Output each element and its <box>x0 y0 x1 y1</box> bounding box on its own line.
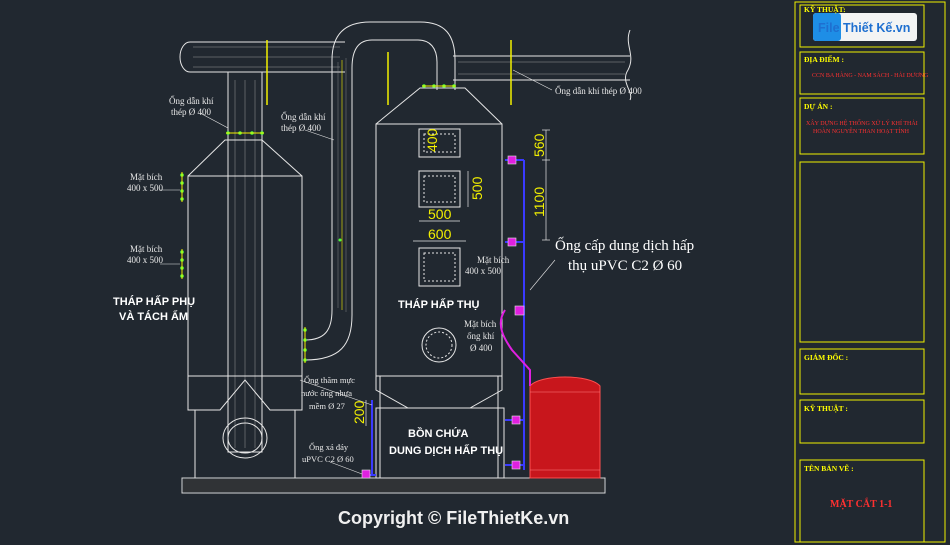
dim-500-vertical: 500 <box>469 176 485 200</box>
label-level-tube-2: nước ống nhựa <box>301 388 352 398</box>
label-flange-tower-2: 400 x 500 <box>465 266 502 276</box>
title-block <box>794 1 946 543</box>
flange-lines <box>181 85 456 363</box>
label-flange-round-2: ống khí <box>467 331 495 341</box>
tb-du-an-header: DỰ ÁN : <box>804 101 832 111</box>
label-flange-round-3: Ø 400 <box>470 343 493 353</box>
label-supply-2: thụ uPVC C2 Ø 60 <box>568 258 682 274</box>
tb-ten-ban-ve-header: TÊN BẢN VẼ : <box>804 463 854 473</box>
left-vertical-duct <box>222 71 268 459</box>
duct-hangers <box>266 40 512 105</box>
label-drain-1: Ống xả đáy <box>309 442 349 452</box>
label-flange-tower-1: Mặt bích <box>477 255 510 265</box>
left-tower <box>187 139 303 478</box>
label-flange-top-1: Mặt bích <box>130 172 163 182</box>
label-duct-left-1: Ống dẫn khí <box>169 96 214 106</box>
valves <box>361 155 525 479</box>
tb-du-an-value-1: XÂY DỰNG HỆ THỐNG XỬ LÝ KHÍ THẢI <box>806 119 918 127</box>
dim-600: 600 <box>428 226 452 242</box>
label-duct-left-2: thép Ø 400 <box>171 107 211 117</box>
dim-500-horizontal: 500 <box>428 206 452 222</box>
label-duct-right: Ống dẫn khí thép Ø 400 <box>555 86 642 96</box>
label-tower-left-2: VÀ TÁCH ẨM <box>119 310 188 323</box>
tower-windows <box>418 128 461 363</box>
tb-du-an-value-2: HOÀN NGUYÊN THAN HOẠT TÍNH <box>813 127 910 135</box>
label-duct-mid-2: thép Ø 400 <box>281 123 321 133</box>
logo-text: File Thiết Kế.vn <box>818 21 910 35</box>
dim-200: 200 <box>351 400 367 424</box>
label-supply-1: Ống cấp dung dịch hấp <box>555 236 694 254</box>
dim-1100: 1100 <box>531 187 547 217</box>
bent-duct <box>304 21 456 361</box>
tb-ky-thuat-top: KỸ THUẬT: <box>804 4 846 14</box>
label-tower-right: THÁP HẤP THỤ <box>398 298 480 311</box>
label-flange-mid-2: 400 x 500 <box>127 255 164 265</box>
dim-400: 400 <box>424 128 440 152</box>
ground-slab <box>181 477 606 494</box>
dim-560: 560 <box>531 133 547 157</box>
label-flange-top-2: 400 x 500 <box>127 183 164 193</box>
tb-ten-ban-ve-value: MẶT CẮT 1-1 <box>830 497 892 510</box>
label-duct-mid-1: Ống dẫn khí <box>281 112 326 122</box>
copyright-watermark: Copyright © FileThietKe.vn <box>338 508 569 528</box>
red-tank <box>529 376 601 479</box>
logo: File Thiết Kế.vn <box>813 13 917 41</box>
top-duct <box>179 29 632 101</box>
storage-tank-box <box>375 407 505 479</box>
dimension-lines <box>365 129 550 426</box>
tb-ky-thuat: KỸ THUẬT : <box>804 403 848 413</box>
label-level-tube-3: mềm Ø 27 <box>309 401 345 411</box>
label-tank-2: DUNG DỊCH HẤP THỤ <box>389 444 503 457</box>
label-flange-round-1: Mặt bích <box>464 319 497 329</box>
leader-lines <box>160 69 556 475</box>
label-drain-2: uPVC C2 Ø 60 <box>302 454 354 464</box>
label-tower-left-1: THÁP HẤP PHỤ <box>113 295 195 308</box>
label-tank-1: BỒN CHỨA <box>408 427 469 440</box>
tb-giam-doc: GIÁM ĐỐC : <box>804 352 848 362</box>
label-level-tube-1: Ống thăm mực <box>304 375 355 385</box>
tb-dia-diem-header: ĐỊA ĐIỂM : <box>804 54 844 64</box>
label-flange-mid-1: Mặt bích <box>130 244 163 254</box>
tb-dia-diem-value: CCN BA HÀNG - NAM SÁCH - HẢI DƯƠNG <box>812 71 929 79</box>
